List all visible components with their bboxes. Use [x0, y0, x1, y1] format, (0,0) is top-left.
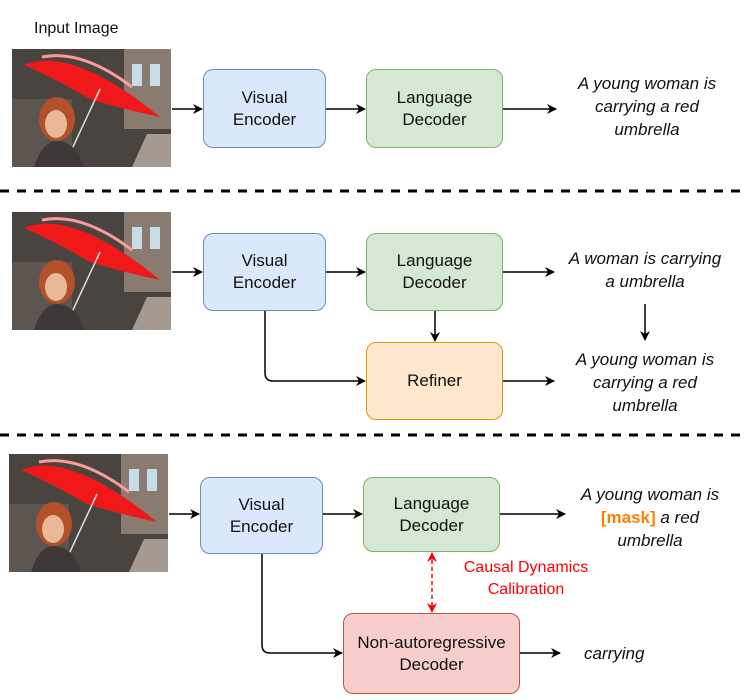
- caption-line: A young woman is: [575, 350, 715, 369]
- photo-woman-umbrella-icon: [12, 49, 171, 167]
- caption-line: carrying a red: [595, 97, 699, 116]
- caption-line: A young woman is: [577, 74, 717, 93]
- box-label: Encoder: [232, 273, 297, 292]
- box-label: Language: [396, 251, 473, 270]
- label-line: Causal Dynamics: [463, 559, 589, 576]
- arrow-encoder-to-nar-decoder: [261, 554, 343, 658]
- masked-caption: A young woman is [mask] a red umbrella: [560, 483, 740, 552]
- photo-woman-umbrella-icon: [12, 212, 171, 330]
- box-label: Visual: [241, 251, 288, 270]
- arrow-encoder-to-refiner: [264, 311, 366, 386]
- caption-line: [mask] a red: [560, 506, 740, 529]
- box-label: Non-autoregressive: [357, 632, 506, 652]
- box-label: Encoder: [232, 109, 297, 129]
- box-label: Visual: [241, 87, 288, 107]
- input-photo: [9, 454, 168, 572]
- draft-caption: A woman is carrying a umbrella: [554, 247, 736, 293]
- input-photo: [12, 212, 171, 330]
- box-label: Refiner: [407, 371, 462, 390]
- calibration-label: Causal Dynamics Calibration: [446, 557, 606, 601]
- box-label: Decoder: [399, 515, 464, 535]
- photo-woman-umbrella-icon: [9, 454, 168, 572]
- nar-output: carrying: [584, 644, 645, 663]
- caption-line: A woman is carrying: [568, 249, 722, 268]
- box-label: Decoder: [402, 109, 467, 129]
- caption-line: a umbrella: [605, 272, 685, 291]
- box-label: Language: [396, 87, 473, 107]
- caption-text: a red: [655, 508, 700, 527]
- refined-caption: A young woman is carrying a red umbrella: [554, 348, 736, 417]
- caption-line: umbrella: [617, 531, 683, 550]
- input-image-label: Input Image: [34, 20, 119, 37]
- caption-line: umbrella: [614, 120, 680, 139]
- box-label: Decoder: [402, 273, 467, 292]
- output-caption: A young woman is carrying a red umbrella: [556, 72, 738, 141]
- mask-token: [mask]: [600, 508, 656, 527]
- caption-line: carrying a red: [593, 373, 697, 392]
- input-photo: [12, 49, 171, 167]
- box-label: Decoder: [399, 654, 464, 674]
- box-label: Encoder: [229, 516, 294, 536]
- box-label: Visual: [238, 494, 285, 514]
- box-label: Language: [393, 493, 470, 513]
- caption-line: umbrella: [612, 396, 678, 415]
- refiner-box: Refiner: [366, 342, 503, 420]
- label-line: Calibration: [487, 581, 565, 598]
- caption-line: A young woman is: [580, 485, 720, 504]
